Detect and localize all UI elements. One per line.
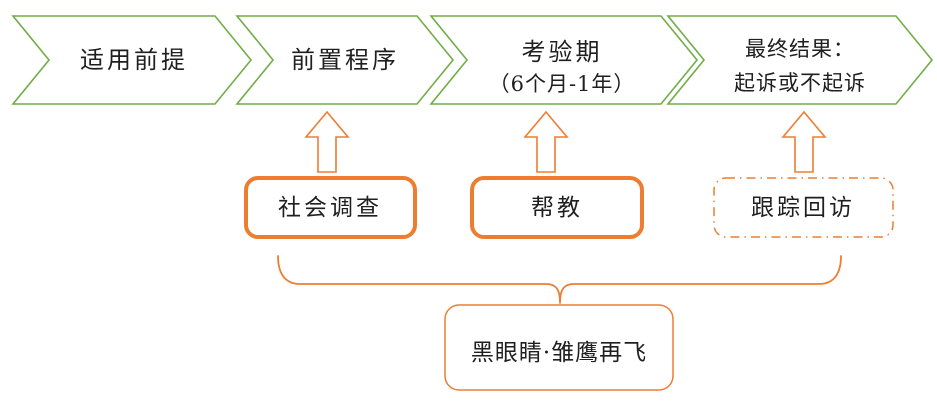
support-box-1-border [244, 176, 417, 239]
flow-step-3: 考验期 （6个月-1年） [429, 15, 699, 105]
support-box-1-label: 社会调查 [278, 195, 382, 221]
flow-step-2-label: 前置程序 [291, 46, 399, 74]
program-box-border [444, 304, 674, 391]
flow-step-4: 最终结果： 起诉或不起诉 [666, 15, 934, 105]
up-arrow-icon-2 [523, 110, 569, 173]
flow-step-4-label-line1: 最终结果： [745, 37, 855, 61]
flow-step-1-label: 适用前提 [80, 46, 188, 74]
support-box-2-label: 帮教 [531, 195, 583, 221]
chevron-right-icon [235, 15, 455, 105]
flow-step-3-label-line1: 考验期 [522, 38, 603, 66]
support-box-3-border [713, 177, 894, 238]
program-box-label: 黑眼睛·雏鹰再飞 [471, 340, 647, 366]
chevron-right-icon [11, 15, 253, 105]
up-arrow-icon-1 [304, 110, 350, 173]
program-box: 黑眼睛·雏鹰再飞 [444, 304, 674, 391]
flow-step-4-label-line2: 起诉或不起诉 [734, 71, 866, 95]
support-box-2: 帮教 [470, 176, 644, 239]
support-box-1: 社会调查 [244, 176, 417, 239]
chevron-right-icon [429, 15, 699, 105]
curly-brace-icon [277, 255, 842, 304]
support-box-2-border [470, 176, 644, 239]
flow-step-3-label-line2: （6个月-1年） [489, 72, 636, 96]
up-arrow-icon-3 [781, 110, 827, 173]
flow-step-2: 前置程序 [235, 15, 455, 105]
chevron-right-icon [666, 15, 934, 105]
flow-step-1: 适用前提 [11, 15, 253, 105]
support-box-3: 跟踪回访 [713, 177, 894, 238]
support-box-3-label: 跟踪回访 [751, 195, 855, 221]
